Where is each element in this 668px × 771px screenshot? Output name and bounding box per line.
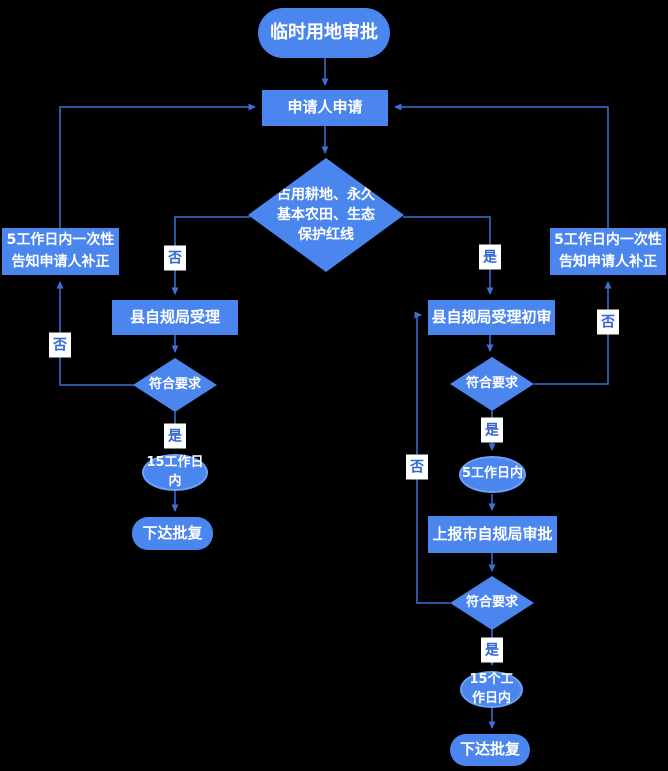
edge-label-yes-check-right-second: 是 — [481, 637, 503, 663]
node-label: 5工作日内一次性告知申请人补正 — [554, 231, 662, 270]
edge-label-yes-check-left: 是 — [164, 423, 186, 449]
node-label: 5工作日内 — [461, 466, 524, 482]
connector-main-decision-yes-to-county-review — [403, 216, 494, 295]
edge-label-yes-main-to-county-review: 是 — [479, 244, 501, 270]
node-notify-applicant-correction-left: 5工作日内一次性告知申请人补正 — [2, 228, 119, 275]
node-label: 符合要求 — [465, 375, 518, 391]
edge-label-no-check-right-second-back: 否 — [406, 454, 428, 480]
node-issue-approval-left: 下达批复 — [132, 517, 213, 550]
edge-label-no-check-left-to-notify: 否 — [49, 332, 71, 358]
node-report-city-bureau-approval: 上报市自规局审批 — [428, 516, 557, 553]
connector-check-left-no-to-notify-left — [56, 281, 135, 386]
node-label: 15工作日内 — [146, 455, 204, 489]
node-label: 下达批复 — [142, 523, 203, 542]
node-start-temporary-land-approval: 临时用地审批 — [258, 8, 390, 58]
node-label: 申请人申请 — [287, 98, 363, 117]
node-label: 县自规局受理 — [129, 307, 220, 326]
edge-label-no-main-to-county-accept: 否 — [164, 245, 186, 271]
node-applicant-application: 申请人申请 — [262, 90, 388, 126]
node-label: 临时用地审批 — [270, 21, 378, 43]
node-county-bureau-acceptance: 县自规局受理 — [112, 300, 238, 335]
connector-main-decision-no-to-county-accept — [171, 216, 250, 295]
node-label: 符合要求 — [465, 594, 518, 610]
node-duration-15-working-days-left: 15工作日内 — [142, 454, 208, 491]
connector-notify-left-to-apply — [59, 103, 256, 228]
node-duration-5-working-days: 5工作日内 — [459, 456, 526, 493]
node-notify-applicant-correction-right: 5工作日内一次性告知申请人补正 — [550, 228, 666, 275]
node-label: 下达批复 — [459, 740, 520, 759]
node-label: 15个工作日内 — [469, 672, 514, 706]
node-duration-15-working-days-right: 15个工作日内 — [460, 671, 523, 708]
node-label: 占用耕地、永久基本农田、生态保护红线 — [277, 186, 375, 244]
node-label: 县自规局受理初审 — [431, 307, 552, 326]
edge-label-no-check-right-first-to-notify: 否 — [597, 309, 619, 335]
connector-notify-right-to-apply — [394, 103, 609, 228]
node-label: 符合要求 — [148, 376, 201, 392]
node-issue-approval-right: 下达批复 — [450, 734, 530, 766]
node-county-bureau-preliminary-review: 县自规局受理初审 — [428, 300, 555, 335]
node-label: 5工作日内一次性告知申请人补正 — [6, 231, 115, 270]
node-label: 上报市自规局审批 — [432, 524, 553, 543]
edge-label-yes-check-right-first: 是 — [481, 417, 503, 443]
